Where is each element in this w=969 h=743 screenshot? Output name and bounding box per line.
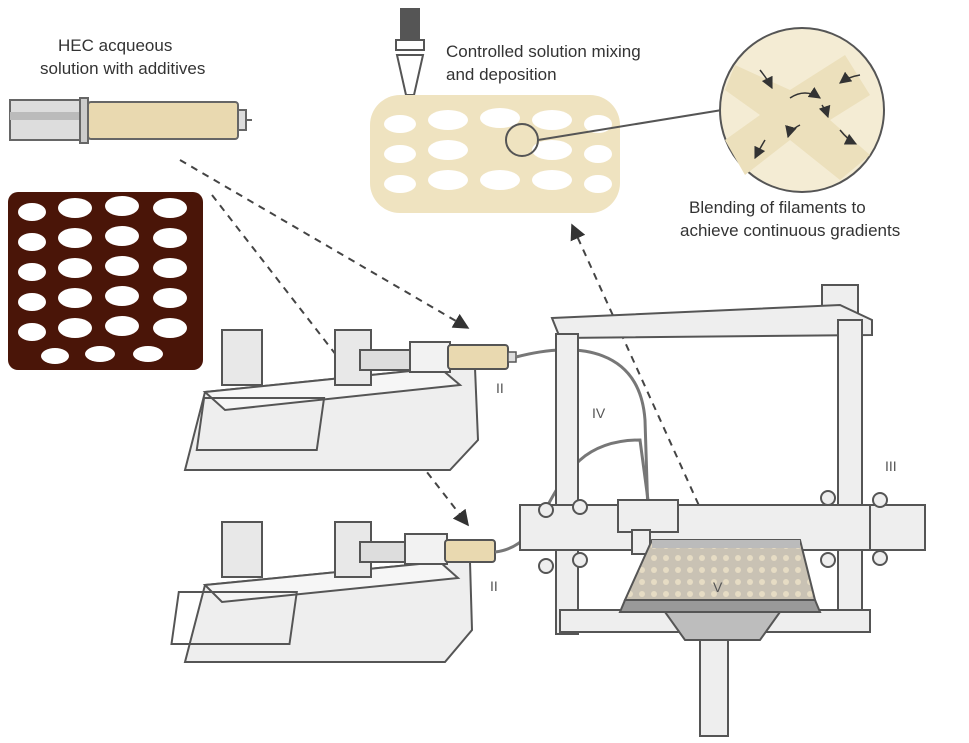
printer-frame xyxy=(519,284,926,737)
label-bed: V xyxy=(713,579,723,595)
hec-syringe xyxy=(9,97,252,144)
label-pump2: II xyxy=(490,578,498,594)
hec-label-line2: solution with additives xyxy=(40,59,206,78)
syringe-pump-2 xyxy=(170,521,496,663)
mixing-label-line2: and deposition xyxy=(446,65,557,84)
blend-label-line1: Blending of filaments to xyxy=(689,198,866,217)
hec-label-line1: HEC acqueous xyxy=(58,36,173,55)
label-pump1: II xyxy=(496,380,504,396)
blend-label-line2: achieve continuous gradients xyxy=(680,221,901,240)
mixing-label-line1: Controlled solution mixing xyxy=(446,42,641,61)
cream-lattice xyxy=(370,95,620,213)
zoom-connector xyxy=(537,109,723,141)
zoom-circle xyxy=(719,27,885,193)
syringe-pump-1 xyxy=(183,329,517,471)
brown-lattice xyxy=(8,192,203,370)
label-tube: IV xyxy=(592,405,606,421)
nozzle-icon xyxy=(395,8,425,96)
print-bed xyxy=(618,539,822,641)
label-frame: III xyxy=(885,458,897,474)
